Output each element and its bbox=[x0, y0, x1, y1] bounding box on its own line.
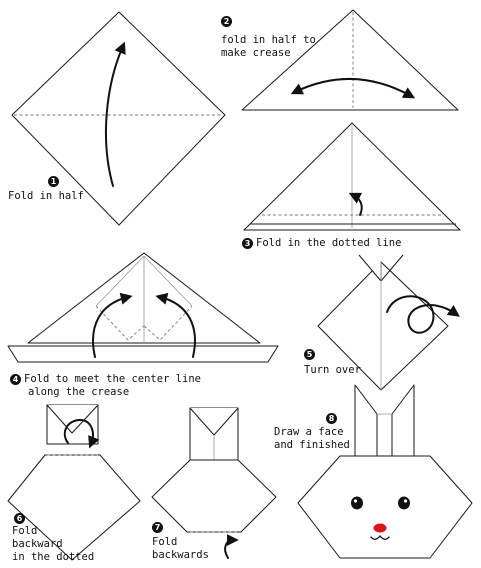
step5-turn-over-arrow bbox=[386, 295, 460, 334]
step4-right-fold-line bbox=[143, 305, 193, 341]
step8-right-eye bbox=[398, 496, 410, 510]
step7-badge: 7 bbox=[152, 522, 163, 533]
step4-brim bbox=[7, 345, 279, 363]
step6-text-2: backward bbox=[12, 538, 63, 550]
step2-text-2: make crease bbox=[221, 47, 291, 59]
step8-nose bbox=[373, 523, 387, 533]
step6-badge: 6 bbox=[14, 513, 25, 524]
step6-text-1: Fold bbox=[12, 525, 38, 537]
step2-double-arrow bbox=[290, 78, 416, 99]
step8-figure bbox=[297, 384, 473, 559]
step5-right-ear bbox=[380, 254, 404, 282]
step6-caption: 6 Fold backward in the dotted bbox=[12, 513, 94, 564]
step4-text-2: along the crease bbox=[28, 386, 130, 398]
step3-badge: 3 bbox=[242, 237, 253, 249]
step6-ear-fold bbox=[46, 404, 99, 434]
step1-text: Fold in half bbox=[8, 190, 84, 202]
step8-text-2: and finished bbox=[274, 439, 350, 451]
step2-text-1: fold in half to bbox=[221, 34, 316, 46]
step8-mouth bbox=[370, 534, 390, 540]
step6-figure bbox=[7, 404, 141, 561]
step8-left-ear bbox=[354, 384, 378, 457]
step5-badge: 5 bbox=[304, 349, 315, 360]
step2-figure bbox=[241, 9, 459, 111]
step2-badge: 2 bbox=[221, 16, 232, 27]
step4-left-arrow bbox=[92, 292, 133, 358]
step3-fold-arrow bbox=[348, 192, 363, 216]
step8-badge: 8 bbox=[326, 413, 337, 424]
step8-left-eye bbox=[351, 496, 363, 510]
step8-head bbox=[297, 455, 473, 559]
step6-text-3: in the dotted bbox=[12, 551, 95, 563]
step4-figure bbox=[7, 252, 279, 363]
step5-figure bbox=[317, 254, 460, 391]
step3-figure bbox=[243, 122, 461, 231]
step8-right-ear bbox=[391, 384, 415, 457]
step8-left-eye-shine bbox=[353, 499, 358, 503]
step7-fold-arrow bbox=[224, 534, 239, 559]
step7-figure bbox=[151, 407, 277, 559]
step4-left-flap-edge bbox=[95, 255, 145, 307]
step3-text: Fold in the dotted line bbox=[256, 237, 402, 249]
step1-paper-square bbox=[11, 11, 226, 226]
step7-head bbox=[151, 459, 277, 533]
step1-badge: 1 bbox=[48, 176, 59, 187]
step6-fold-arrow bbox=[63, 418, 100, 449]
step1-figure bbox=[11, 11, 226, 226]
step4-badge: 4 bbox=[10, 373, 21, 385]
step7-text-1: Fold bbox=[152, 536, 178, 548]
step4-text-1: Fold to meet the center line bbox=[24, 373, 202, 385]
step4-right-flap-edge bbox=[143, 255, 193, 307]
step5-caption: 5 Turn over bbox=[304, 349, 361, 377]
step1-fold-arrow bbox=[104, 41, 126, 187]
step6-head bbox=[7, 454, 141, 561]
step7-caption: 7 Fold backwards bbox=[152, 522, 209, 562]
step1-caption: 1 Fold in half bbox=[8, 176, 84, 203]
step4-right-arrow bbox=[155, 292, 196, 358]
step8-caption: 8 Draw a face and finished bbox=[274, 413, 350, 452]
step7-text-2: backwards bbox=[152, 549, 209, 561]
step8-text-1: Draw a face bbox=[274, 426, 344, 438]
step4-left-fold-line bbox=[95, 305, 145, 341]
step2-caption: 2 fold in half to make crease bbox=[221, 16, 316, 60]
step8-right-eye-shine bbox=[403, 499, 408, 503]
step5-text: Turn over bbox=[304, 364, 361, 376]
